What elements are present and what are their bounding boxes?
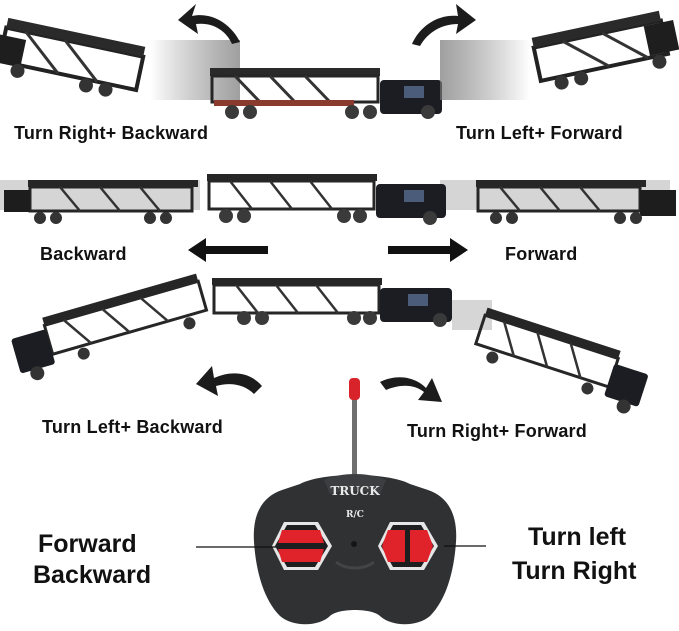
remote-control-image [253, 378, 457, 625]
label-forward: Forward [505, 244, 578, 264]
remote-brand-text: TRUCK [330, 484, 380, 498]
label-turn-right-forward: Turn Right+ Forward [407, 421, 587, 441]
row2-trucks [0, 174, 676, 225]
curved-arrow-icon [178, 4, 476, 46]
antenna-tip [349, 378, 360, 400]
label-turn-left-backward: Turn Left+ Backward [42, 417, 224, 437]
forward-button [278, 530, 324, 543]
turn-left-button [382, 530, 405, 562]
label-right-stick-line1: Turn left [528, 523, 627, 551]
remote-model-text: R/C [346, 510, 364, 520]
label-backward: Backward [40, 244, 127, 264]
truck-turn-right-backward [0, 17, 146, 97]
truck-left [4, 180, 198, 224]
label-turn-left-forward: Turn Left+ Forward [456, 123, 623, 143]
truck-center-bottom [212, 278, 452, 327]
straight-arrow-left-icon [188, 238, 268, 262]
truck-center [207, 174, 446, 225]
truck-turn-left-backward [11, 273, 209, 381]
label-turn-right-backward: Turn Right+ Backward [14, 123, 209, 143]
label-left-stick-line1: Forward [38, 530, 137, 558]
truck-turn-left-forward [531, 10, 679, 90]
backward-button [278, 549, 324, 562]
truck-right [476, 180, 676, 224]
turn-right-button [410, 530, 433, 562]
remote-body [253, 475, 457, 625]
label-left-stick-line2: Backward [33, 561, 152, 589]
row3-trucks [11, 273, 648, 414]
curved-arrow-icon [196, 366, 442, 402]
truck-turn-right-forward [473, 307, 648, 414]
antenna [352, 396, 357, 506]
row1-trucks [0, 4, 679, 119]
straight-arrow-right-icon [388, 238, 468, 262]
label-right-stick-line2: Turn Right [512, 557, 637, 585]
truck-center-top [210, 68, 442, 119]
leader-lines [196, 545, 486, 548]
